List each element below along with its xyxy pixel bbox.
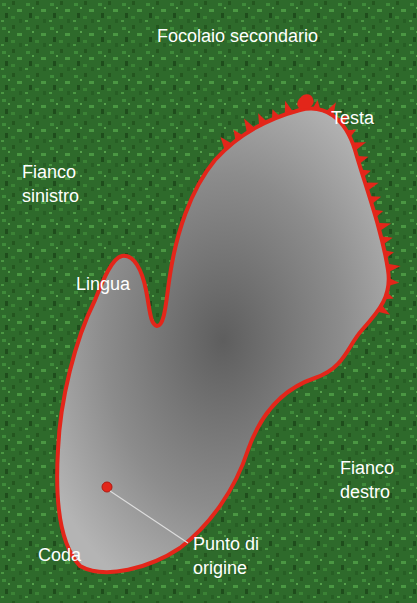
burned-area <box>57 109 389 572</box>
area-label: Focolaio secondario <box>157 24 318 48</box>
origin-point <box>102 482 112 492</box>
area-label: Fianco sinistro <box>22 160 122 208</box>
callout-label: Punto di origine <box>193 532 288 580</box>
area-label: Testa <box>331 106 374 130</box>
area-label: Coda <box>38 543 81 567</box>
leader-line <box>110 491 188 543</box>
area-label: Fianco destro <box>340 456 410 504</box>
secondary-spot <box>297 94 314 109</box>
area-label: Lingua <box>76 272 130 296</box>
